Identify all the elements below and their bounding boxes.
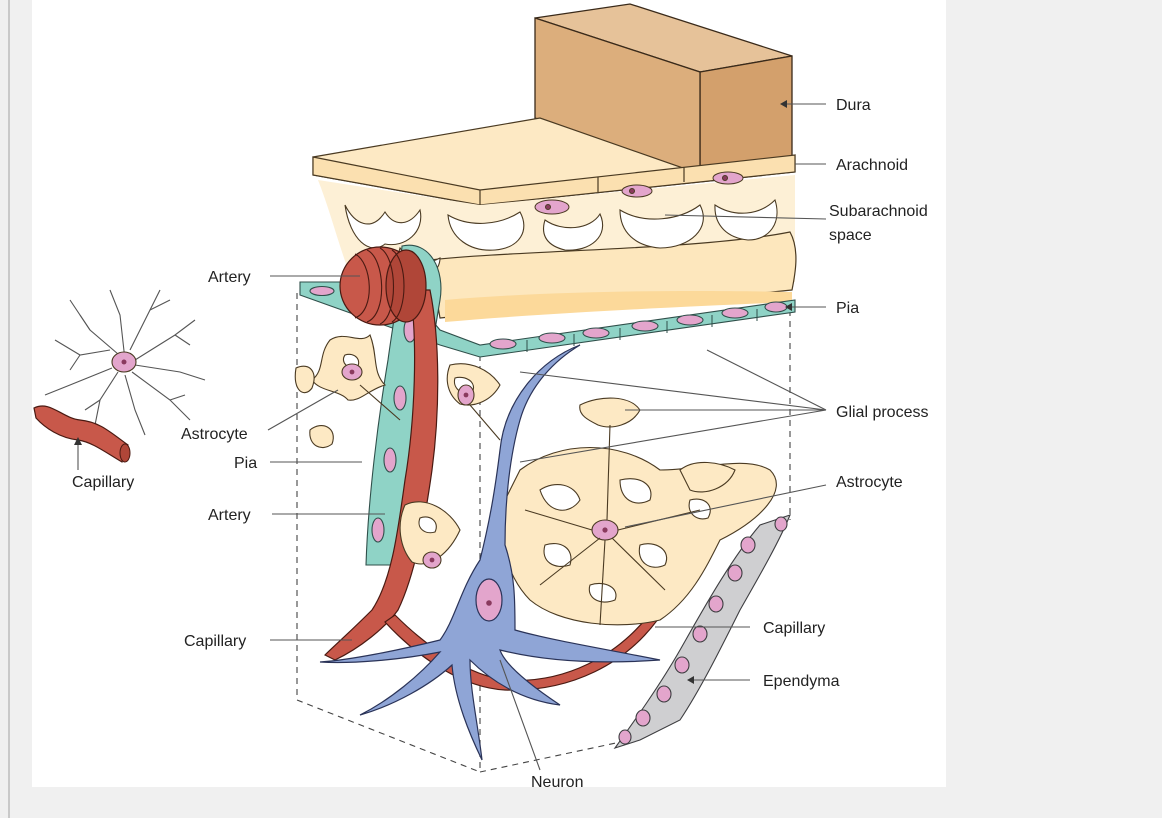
label-capillary-inset: Capillary <box>72 474 134 491</box>
label-arachnoid: Arachnoid <box>836 157 908 174</box>
label-pia-right: Pia <box>836 300 859 317</box>
label-dura: Dura <box>836 97 871 114</box>
label-astrocyte-right: Astrocyte <box>836 474 903 491</box>
inset-astrocyte <box>45 290 205 435</box>
label-capillary-left: Capillary <box>184 633 246 650</box>
label-glial-process: Glial process <box>836 404 928 421</box>
label-artery-left: Artery <box>208 507 251 524</box>
label-pia-left: Pia <box>234 455 257 472</box>
label-astrocyte-left: Astrocyte <box>181 426 248 443</box>
label-subarachnoid-line1: Subarachnoid <box>829 203 928 220</box>
label-artery-top: Artery <box>208 269 251 286</box>
label-capillary-right: Capillary <box>763 620 825 637</box>
label-ependyma: Ependyma <box>763 673 840 690</box>
inset-capillary <box>34 406 130 462</box>
label-subarachnoid-line2: space <box>829 227 872 244</box>
label-neuron: Neuron <box>531 774 583 791</box>
